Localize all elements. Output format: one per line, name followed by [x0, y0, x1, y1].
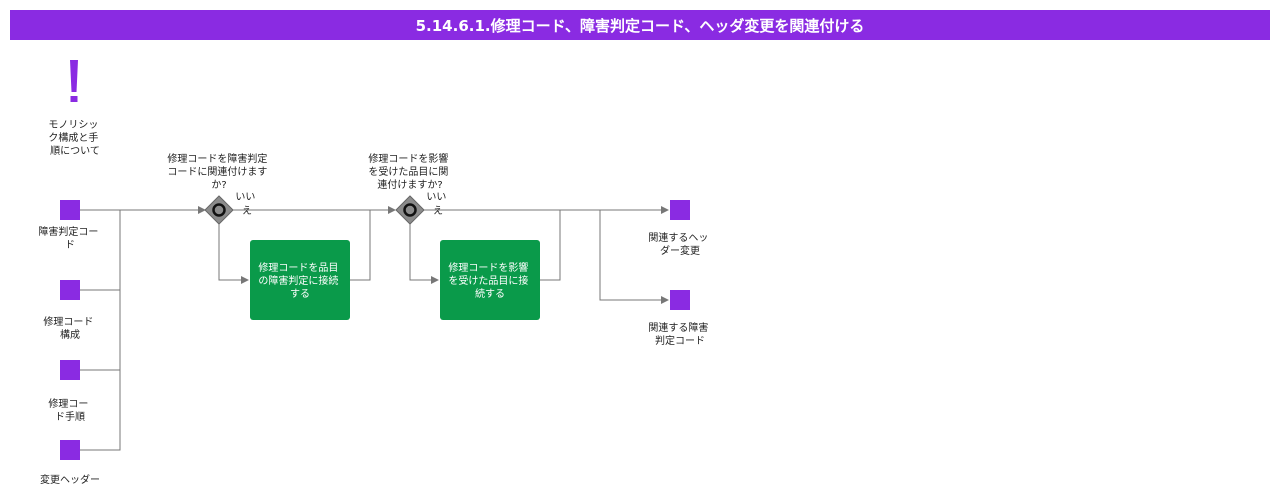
task-2-label: 修理コードを影響 を受けた品目に接 続する: [448, 261, 531, 300]
exclamation-icon: [70, 60, 78, 102]
input-label-1: 障害判定コー ド: [38, 225, 101, 251]
input-object-2[interactable]: [60, 280, 80, 300]
flow-task-1-out: [350, 210, 371, 281]
gateway-1-question: 修理コードを障害判定 コードに関連付けます か?: [167, 152, 270, 191]
output-object-2[interactable]: [670, 290, 690, 310]
gateway-2-question: 修理コードを影響 を受けた品目に関 連付けますか?: [368, 152, 451, 191]
gateway-1-no-label: いい え: [235, 192, 258, 217]
output-label-1: 関連するヘッ ダー変更: [648, 231, 711, 257]
input-label-3: 修理コー ド手順: [48, 397, 91, 423]
diagram-title: 5.14.6.1.修理コード、障害判定コード、ヘッダ変更を関連付ける: [10, 10, 1270, 40]
flow-input-2: [80, 210, 121, 291]
flow-task-2-out: [540, 210, 561, 281]
gateway-circle-icon: [212, 203, 226, 217]
input-object-3[interactable]: [60, 360, 80, 380]
input-object-4[interactable]: [60, 440, 80, 460]
flow-input-4: [80, 210, 121, 451]
flow-gateway-1-yes: [218, 224, 249, 284]
annotation-label: モノリシッ ク構成と手 順について: [48, 120, 101, 157]
input-object-1[interactable]: [60, 200, 80, 220]
gateway-2[interactable]: [395, 195, 425, 225]
sequence-flows: [80, 206, 669, 451]
task-1[interactable]: [250, 240, 350, 320]
input-label-4: 変更ヘッダー: [40, 473, 100, 486]
flow-gateway-2-yes: [409, 224, 439, 284]
gateway-2-no-label: いい え: [426, 192, 449, 217]
output-label-2: 関連する障害 判定コード: [648, 321, 711, 347]
gateway-1[interactable]: [204, 195, 234, 225]
task-2[interactable]: [440, 240, 540, 320]
gateway-circle-icon: [403, 203, 417, 217]
flow-to-output-2: [599, 210, 669, 304]
task-1-label: 修理コードを品目 の障害判定に接続 する: [258, 261, 341, 300]
input-label-2: 修理コード 構成: [43, 315, 96, 341]
output-object-1[interactable]: [670, 200, 690, 220]
